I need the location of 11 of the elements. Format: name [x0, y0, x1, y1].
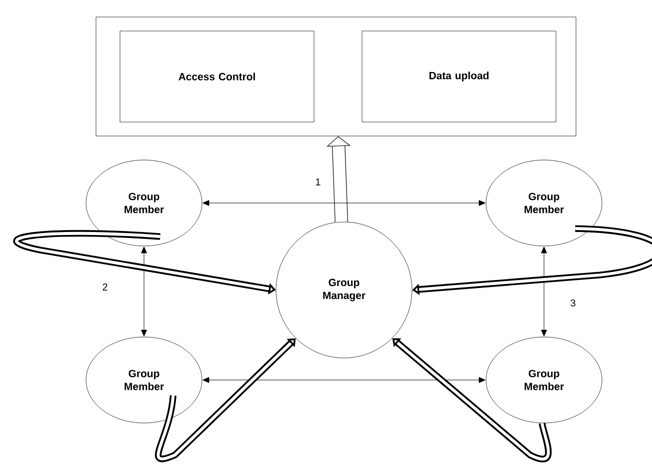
- arrow: [202, 200, 486, 206]
- arrow: [202, 377, 486, 383]
- callout-number: 1: [314, 177, 322, 187]
- process-box: Access Control: [120, 30, 314, 122]
- hollow-arrow: [392, 338, 552, 462]
- arrow: [141, 246, 147, 336]
- arrow: [541, 246, 547, 336]
- process-box: Data upload: [362, 30, 556, 122]
- callout-number: 3: [568, 298, 578, 308]
- hollow-arrow: [155, 338, 296, 462]
- callout-number: 2: [100, 282, 110, 292]
